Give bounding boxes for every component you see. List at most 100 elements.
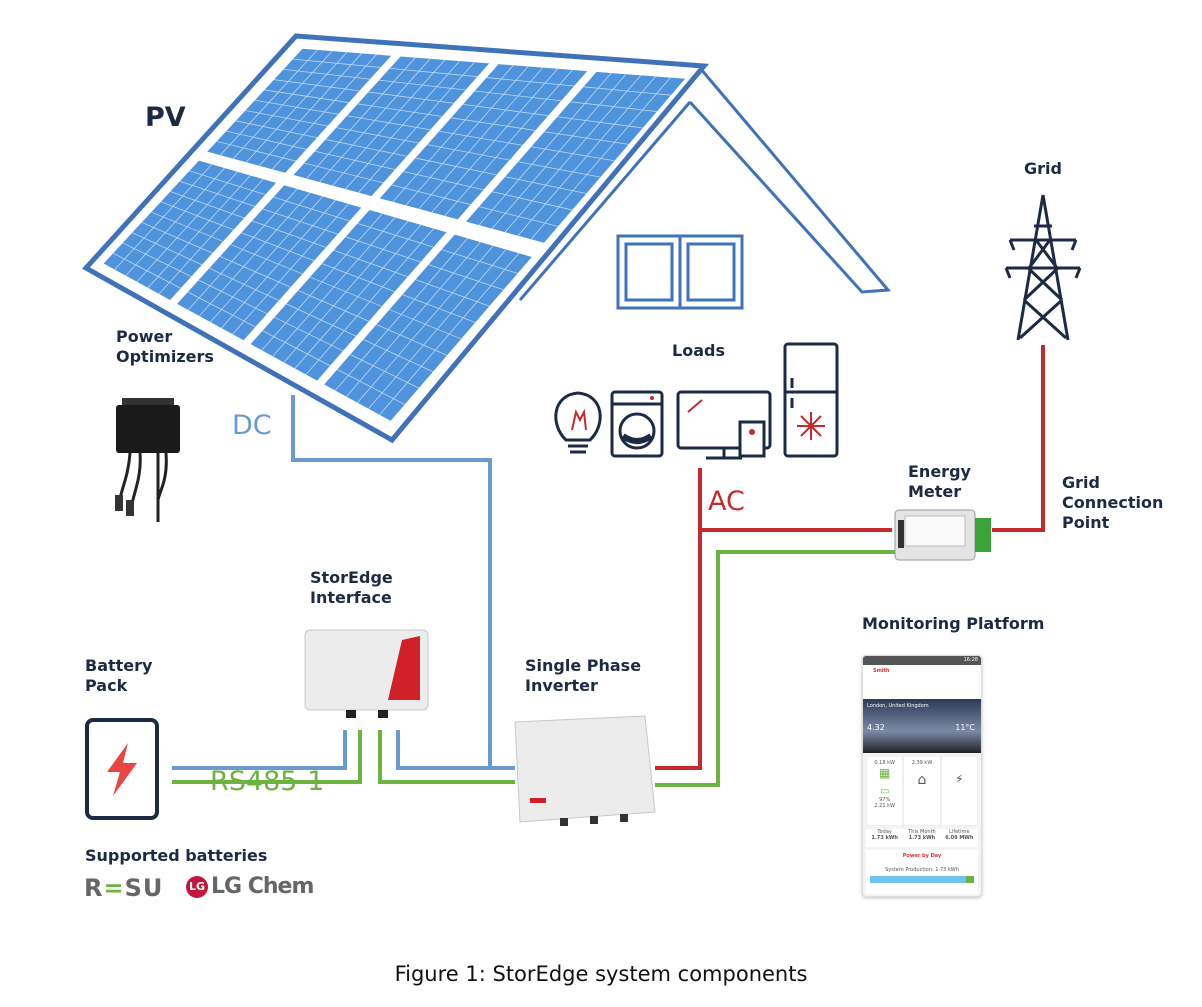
panel-cell-line bbox=[350, 354, 420, 389]
weather-panel: London, United Kingdom 4.32 11°C bbox=[863, 699, 981, 753]
solar-panel bbox=[379, 64, 588, 220]
panel-cell-line bbox=[403, 171, 484, 191]
panel-cell-line bbox=[427, 144, 510, 161]
rs485-line-battery bbox=[172, 730, 362, 784]
label-line: Point bbox=[1062, 513, 1110, 532]
panel-cell-line bbox=[428, 264, 504, 291]
panel-cell-line bbox=[518, 161, 601, 178]
solar-panel bbox=[177, 185, 362, 341]
power-by-day: Power by Day System Production: 1.73 kWh bbox=[866, 850, 978, 894]
panel-cell-line bbox=[112, 252, 181, 289]
panel-cell-line bbox=[262, 208, 338, 235]
panel-cell-line bbox=[314, 150, 396, 170]
panel-cell-line bbox=[505, 176, 587, 194]
label-line: Energy bbox=[908, 462, 971, 481]
panel-cell-line bbox=[273, 79, 360, 92]
panel-cell-line bbox=[376, 324, 448, 356]
panel-cell-line bbox=[251, 220, 327, 248]
panel-cell-line bbox=[544, 131, 629, 145]
panel-cell-line bbox=[325, 139, 407, 157]
grid-power: ⚡ bbox=[940, 756, 978, 826]
solar-panel bbox=[324, 234, 532, 421]
panel-cell-line bbox=[379, 79, 466, 91]
resu-logo: R=SU bbox=[84, 874, 164, 902]
panel-cell-line bbox=[209, 267, 280, 301]
load-power: 2.39 kW⌂ bbox=[903, 756, 941, 826]
panel-cell-line bbox=[346, 115, 431, 131]
panel-cell-line bbox=[391, 184, 471, 205]
battery-pct: 97% bbox=[879, 797, 891, 803]
panel-cell-line bbox=[389, 309, 462, 340]
panel-cell-line bbox=[132, 232, 203, 266]
grid-label: Grid bbox=[1024, 159, 1062, 178]
panel-cell-line bbox=[557, 116, 643, 129]
transmission-tower-icon bbox=[1004, 194, 1082, 341]
monitoring-platform-label: Monitoring Platform bbox=[862, 614, 1045, 633]
stat-label: Lifetime bbox=[949, 829, 970, 835]
panel-cell-line bbox=[441, 249, 518, 274]
panel-cell-line bbox=[415, 279, 490, 307]
panel-cell-line bbox=[187, 291, 256, 328]
location: London, United Kingdom bbox=[867, 703, 929, 709]
current-power: 4.32 bbox=[867, 723, 885, 732]
power-by-day-title: Power by Day bbox=[902, 853, 942, 859]
panel-cell-line bbox=[492, 191, 573, 211]
app-header: Smith bbox=[863, 665, 981, 699]
ac-label: AC bbox=[708, 486, 745, 517]
solar-panel bbox=[250, 209, 447, 381]
ac-line-grid bbox=[992, 345, 1045, 532]
panel-cell-line bbox=[245, 110, 328, 127]
refrigerator-icon bbox=[783, 342, 839, 458]
panel-cell-line bbox=[141, 221, 213, 254]
label-line: Interface bbox=[310, 588, 392, 607]
panel-cell-line bbox=[345, 236, 421, 263]
panel-cell-line bbox=[402, 294, 476, 323]
stat-label: This Month bbox=[908, 829, 936, 835]
panel-cell-line bbox=[531, 146, 615, 162]
label-line: Inverter bbox=[525, 676, 598, 695]
panel-cell-line bbox=[151, 211, 224, 242]
battery-pack-icon bbox=[85, 718, 159, 820]
rs485-line-inverter bbox=[378, 730, 515, 784]
panel-cell-line bbox=[474, 90, 562, 102]
label-line: Power bbox=[116, 327, 173, 346]
tv-icon bbox=[676, 390, 772, 460]
solar-panel bbox=[466, 71, 686, 243]
panel-cell-line bbox=[357, 223, 434, 248]
panel-cell-line bbox=[198, 279, 268, 315]
panel-cell-line bbox=[283, 68, 371, 80]
panel-cell-line bbox=[389, 67, 478, 78]
panel-cell-line bbox=[462, 104, 549, 116]
stat-value: 1.73 kWh bbox=[871, 835, 898, 841]
label-line: Optimizers bbox=[116, 347, 214, 366]
ac-line-loads bbox=[655, 468, 702, 770]
monitoring-app-screenshot: 16:28 Smith London, United Kingdom 4.32 … bbox=[862, 655, 982, 897]
panel-cell-line bbox=[293, 58, 381, 68]
house-window bbox=[616, 234, 744, 310]
label-line: Connection bbox=[1062, 493, 1164, 512]
panel-cell-line bbox=[274, 316, 344, 352]
washing-machine-icon bbox=[610, 390, 664, 458]
panel-cell-line bbox=[336, 127, 419, 144]
figure-caption: Figure 1: StorEdge system components bbox=[394, 962, 808, 986]
panel-cell-line bbox=[264, 89, 349, 103]
battery-power: 2.21 kW bbox=[874, 803, 895, 809]
energy-meter-icon bbox=[894, 509, 991, 561]
panel-cell-line bbox=[219, 256, 291, 288]
panel-cell-line bbox=[230, 244, 303, 275]
panel-cell-line bbox=[189, 170, 266, 196]
user-name: Smith bbox=[873, 668, 890, 674]
status-bar: 16:28 bbox=[863, 656, 981, 665]
rs485-line-meter bbox=[655, 550, 900, 787]
rs485-label: RS485-1 bbox=[210, 766, 325, 797]
house-roof bbox=[518, 67, 892, 301]
panel-cell-line bbox=[170, 191, 245, 219]
panel-cell-line bbox=[337, 369, 405, 405]
label-line: StorEdge bbox=[310, 568, 393, 587]
light-bulb-icon bbox=[554, 391, 602, 454]
